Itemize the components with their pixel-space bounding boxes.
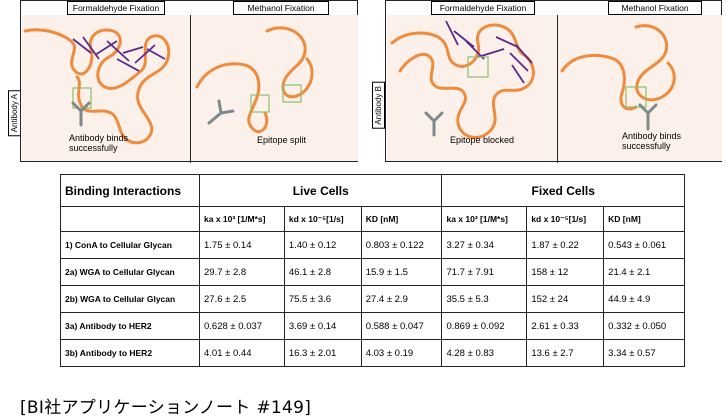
figure-antibody-a-drawing bbox=[22, 15, 358, 163]
table-row: 3b) Antibody to HER2 4.01 ± 0.44 16.3 ± … bbox=[60, 339, 685, 367]
table-cell: 35.5 ± 5.3 bbox=[441, 285, 528, 313]
side-label-antibody-b: Antibody B bbox=[372, 82, 385, 129]
figure-antibody-b: Formaldehyde Fixation Methanol Fixation … bbox=[385, 0, 722, 163]
row-label: 2a) WGA to Cellular Glycan bbox=[60, 258, 200, 286]
row-label: 3a) Antibody to HER2 bbox=[60, 312, 200, 340]
table-cell: 0.543 ± 0.061 bbox=[603, 231, 685, 259]
panel-title-methanol: Methanol Fixation bbox=[608, 1, 702, 15]
epitope-box bbox=[467, 56, 489, 78]
table-cell: 3.27 ± 0.34 bbox=[441, 231, 528, 259]
epitope-box bbox=[625, 86, 647, 108]
source-citation: [BI社アプリケーションノート #149] bbox=[20, 398, 312, 418]
table-cell: 0.869 ± 0.092 bbox=[441, 312, 528, 340]
caption-epitope-split: Epitope split bbox=[257, 135, 307, 145]
table-cell: 4.03 ± 0.19 bbox=[360, 339, 443, 367]
table-cell: 21.4 ± 2.1 bbox=[603, 258, 685, 286]
header-group-live-cells: Live Cells bbox=[198, 174, 443, 207]
panel-title-formaldehyde: Formaldehyde Fixation bbox=[431, 1, 535, 15]
table-cell: 16.3 ± 2.01 bbox=[283, 339, 362, 367]
table-subheader-row: ka x 10³ [1/M*s] kd x 10⁻⁵[1/s] KD [nM] … bbox=[60, 206, 685, 232]
protein-chain bbox=[634, 24, 676, 102]
table-cell: 44.9 ± 4.9 bbox=[603, 285, 685, 313]
protein-chain bbox=[265, 26, 314, 99]
caption-epitope-blocked: Epitope blocked bbox=[450, 135, 515, 145]
subheader-live-KD: KD [nM] bbox=[360, 206, 443, 232]
table-cell: 1.87 ± 0.22 bbox=[526, 231, 605, 259]
table-cell: 2.61 ± 0.33 bbox=[526, 312, 605, 340]
table-cell: 1.75 ± 0.14 bbox=[199, 231, 285, 259]
table-header-row: Binding Interactions Live Cells Fixed Ce… bbox=[60, 174, 685, 207]
subheader-empty bbox=[60, 206, 200, 232]
table-cell: 13.6 ± 2.7 bbox=[526, 339, 605, 367]
epitope-box bbox=[282, 84, 302, 103]
protein-chain bbox=[560, 53, 638, 111]
antibody-icon bbox=[424, 111, 444, 137]
caption-line: successfully bbox=[622, 141, 671, 151]
cell-background bbox=[191, 15, 358, 161]
subheader-fixed-ka: ka x 10³ [1/M*s] bbox=[441, 206, 528, 232]
crosslink-lines bbox=[445, 20, 533, 84]
subheader-live-ka: ka x 10³ [1/M*s] bbox=[199, 206, 285, 232]
table-cell: 158 ± 12 bbox=[526, 258, 605, 286]
table-cell: 29.7 ± 2.8 bbox=[199, 258, 285, 286]
antibody-icon bbox=[638, 103, 658, 131]
subheader-fixed-KD: KD [nM] bbox=[603, 206, 685, 232]
table-cell: 15.9 ± 1.5 bbox=[360, 258, 443, 286]
table-cell: 152 ± 24 bbox=[526, 285, 605, 313]
binding-kinetics-table: Binding Interactions Live Cells Fixed Ce… bbox=[60, 174, 685, 367]
table-cell: 3.69 ± 0.14 bbox=[283, 312, 362, 340]
caption-line: successfully bbox=[69, 143, 118, 153]
protein-chain bbox=[390, 23, 535, 139]
table-row: 2b) WGA to Cellular Glycan 27.6 ± 2.5 75… bbox=[60, 285, 685, 313]
table-cell: 71.7 ± 7.91 bbox=[441, 258, 528, 286]
row-label: 2b) WGA to Cellular Glycan bbox=[60, 285, 200, 313]
table-cell: 4.01 ± 0.44 bbox=[199, 339, 285, 367]
table-cell: 27.4 ± 2.9 bbox=[360, 285, 443, 313]
table-cell: 0.628 ± 0.037 bbox=[199, 312, 285, 340]
table-cell: 0.803 ± 0.122 bbox=[360, 231, 443, 259]
antibody-icon bbox=[71, 101, 91, 127]
figure-antibody-a: Formaldehyde Fixation Methanol Fixation … bbox=[20, 0, 358, 163]
caption-antibody-binds: Antibody binds successfully bbox=[622, 131, 681, 151]
subheader-live-kd: kd x 10⁻⁵[1/s] bbox=[283, 206, 362, 232]
panel-title-methanol: Methanol Fixation bbox=[233, 1, 329, 15]
cell-background bbox=[558, 15, 722, 161]
antibody-icon bbox=[207, 99, 235, 125]
table-row: 2a) WGA to Cellular Glycan 29.7 ± 2.8 46… bbox=[60, 258, 685, 286]
table-cell: 4.28 ± 0.83 bbox=[441, 339, 528, 367]
panel-title-formaldehyde: Formaldehyde Fixation bbox=[67, 1, 165, 15]
table-cell: 1.40 ± 0.12 bbox=[283, 231, 362, 259]
caption-line: Antibody binds bbox=[622, 131, 682, 141]
caption-line: Antibody binds bbox=[69, 133, 129, 143]
table-cell: 27.6 ± 2.5 bbox=[199, 285, 285, 313]
protein-chain bbox=[195, 62, 269, 134]
subheader-fixed-kd: kd x 10⁻⁵[1/s] bbox=[526, 206, 605, 232]
table-row: 1) ConA to Cellular Glycan 1.75 ± 0.14 1… bbox=[60, 231, 685, 259]
crosslink-lines bbox=[72, 36, 166, 72]
table-cell: 0.588 ± 0.047 bbox=[360, 312, 443, 340]
row-label: 1) ConA to Cellular Glycan bbox=[60, 231, 200, 259]
table-cell: 75.5 ± 3.6 bbox=[283, 285, 362, 313]
caption-antibody-binds: Antibody binds successfully bbox=[69, 133, 128, 153]
table-row: 3a) Antibody to HER2 0.628 ± 0.037 3.69 … bbox=[60, 312, 685, 340]
table-cell: 3.34 ± 0.57 bbox=[603, 339, 685, 367]
epitope-box bbox=[250, 94, 270, 113]
row-label: 3b) Antibody to HER2 bbox=[60, 339, 200, 367]
table-cell: 0.332 ± 0.050 bbox=[603, 312, 685, 340]
figure-antibody-b-drawing bbox=[387, 15, 722, 163]
table-cell: 46.1 ± 2.8 bbox=[283, 258, 362, 286]
header-group-fixed-cells: Fixed Cells bbox=[441, 174, 685, 207]
header-binding-interactions: Binding Interactions bbox=[60, 174, 200, 207]
